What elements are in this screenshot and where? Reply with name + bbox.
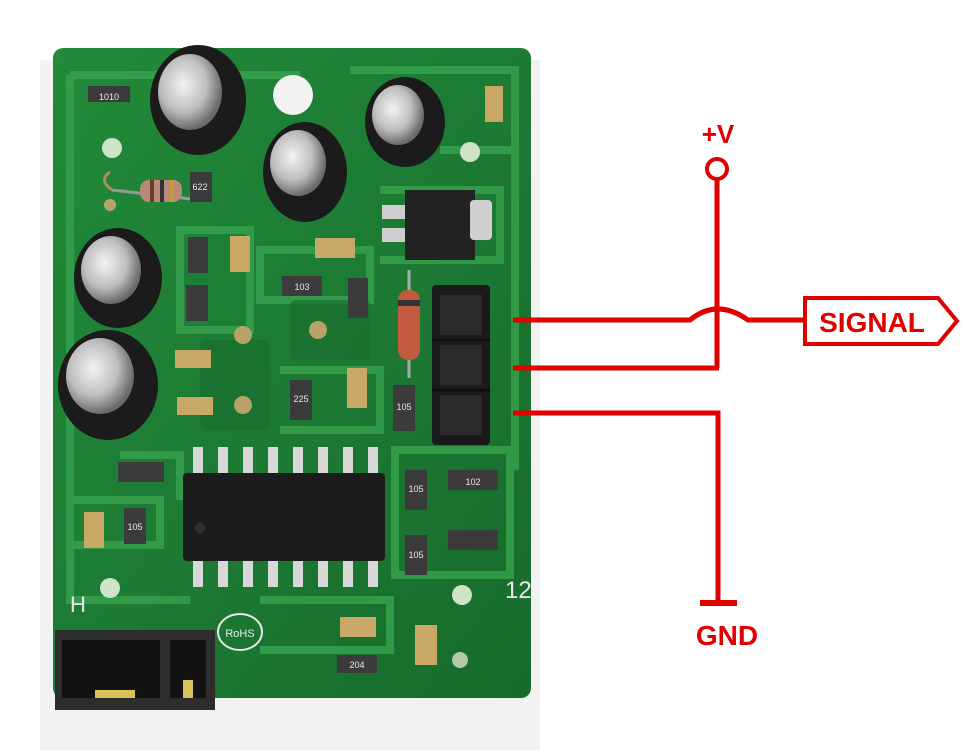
silk-r4: 102 [465,477,480,487]
rohs-logo: RoHS [217,613,263,651]
silk-r6: 105 [408,550,423,560]
silk-r5: 105 [127,522,142,532]
vplus-terminal [705,157,729,181]
pin-header [432,285,490,445]
vplus-label: +V [702,119,735,149]
pcb-traces [66,66,519,654]
silk-r3: 103 [294,282,309,292]
signal-output-tag [803,296,960,346]
signal-wire [513,306,805,323]
silk-r2: 622 [192,182,207,192]
signal-label: SIGNAL [819,307,925,338]
mounting-holes [100,75,480,668]
voltage-regulator [382,190,492,260]
pir-sensor-board: 1010 622 103 102 105 105 204 225 105 105… [53,45,532,710]
through-hole-resistor [103,170,201,202]
ic-chip [183,447,385,587]
capacitor-left-middle [74,228,162,328]
silk-h: H [70,592,86,617]
diode [398,270,420,378]
silk-rohs: RoHS [225,628,254,640]
capacitor-middle-top [263,122,347,222]
silkscreen: 1010 622 103 102 105 105 204 225 105 105… [70,92,532,670]
silk-r10: 105 [408,484,423,494]
capacitor-top-right [365,77,445,167]
smd-components [84,86,503,673]
silk-twelve: 12 [505,577,532,604]
silk-r8: 225 [293,394,308,404]
capacitor-left-lower [58,330,158,440]
silk-r9: 105 [396,402,411,412]
silk-r7: 204 [349,660,364,670]
capacitor-top-left [150,45,246,155]
gnd-wire [513,410,721,603]
silk-r1: 1010 [99,92,119,102]
mode-jumper [55,630,215,710]
gnd-label: GND [696,620,758,651]
wiring-overlay: +V SIGNAL GND [513,119,960,651]
